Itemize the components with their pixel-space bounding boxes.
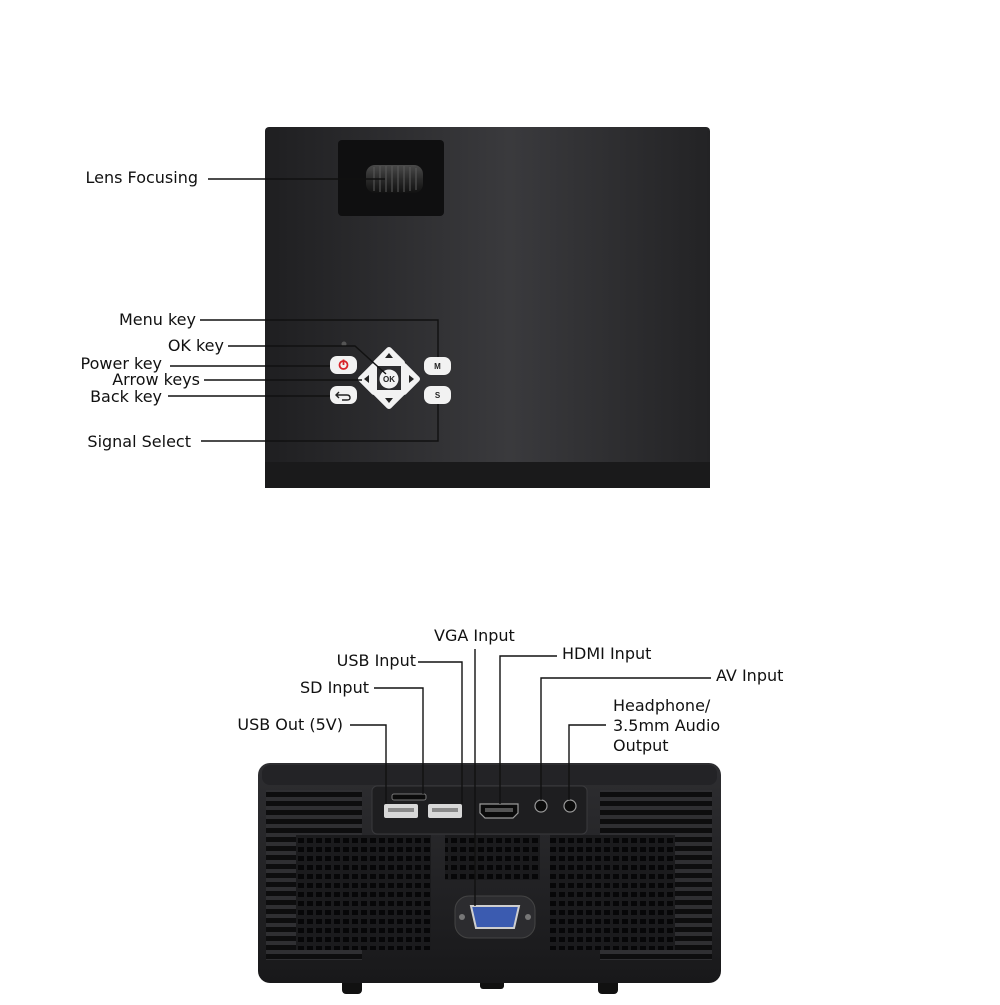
grille-center xyxy=(445,835,540,880)
back-arrow-icon xyxy=(335,391,351,401)
callout-lens-focusing: Lens Focusing xyxy=(85,168,198,187)
ok-key: OK xyxy=(379,369,399,389)
top-view: OK M S xyxy=(168,127,710,488)
arrow-keys xyxy=(358,347,420,409)
callout-headphone-line1: Headphone/ xyxy=(613,696,711,715)
menu-key: M xyxy=(424,357,451,375)
callout-hdmi-input: HDMI Input xyxy=(562,644,652,663)
callout-power-key: Power key xyxy=(80,354,162,373)
audio-jack-icon xyxy=(534,799,548,813)
projector-top-bottom-edge xyxy=(265,462,710,488)
callout-back-key: Back key xyxy=(90,387,162,406)
rear-leader-lines xyxy=(350,649,711,906)
grille-left xyxy=(296,835,431,950)
hdmi-port xyxy=(479,803,519,819)
av-jack xyxy=(534,799,548,813)
rear-top-lip xyxy=(262,765,717,785)
callout-vga-input: VGA Input xyxy=(434,626,515,645)
callout-headphone-line2: 3.5mm Audio xyxy=(613,716,721,735)
callout-av-input: AV Input xyxy=(716,666,784,685)
leader-usb-input xyxy=(418,661,463,804)
leader-sd-input xyxy=(374,687,424,794)
leader-signal-select xyxy=(201,404,439,442)
arrow-right-icon xyxy=(409,375,414,383)
callout-usb-input: USB Input xyxy=(336,651,416,670)
usb-input-port xyxy=(428,804,462,818)
vga-port xyxy=(454,895,536,939)
leader-ok-key xyxy=(228,345,387,375)
signal-key: S xyxy=(424,386,451,404)
menu-key-label: M xyxy=(434,362,441,371)
grille-right xyxy=(550,835,675,950)
callout-menu-key: Menu key xyxy=(118,310,196,329)
arrow-down-icon xyxy=(385,398,393,403)
arrow-left-icon xyxy=(364,375,369,383)
arrow-up-icon xyxy=(385,353,393,358)
leader-usb-out xyxy=(350,724,387,804)
usb-out-port xyxy=(384,804,418,818)
headphone-jack xyxy=(563,799,577,813)
callout-headphone-line3: Output xyxy=(613,736,669,755)
sd-slot xyxy=(391,793,427,801)
leader-av-input xyxy=(540,677,711,800)
callout-ok-key: OK key xyxy=(167,336,224,355)
sd-slot-icon xyxy=(391,793,427,801)
back-key xyxy=(330,386,357,404)
status-led xyxy=(341,341,347,347)
power-key xyxy=(330,356,357,374)
vga-port-icon xyxy=(469,905,521,929)
ok-key-label: OK xyxy=(383,375,395,384)
leader-hdmi-input xyxy=(499,655,557,804)
leader-headphone xyxy=(568,724,606,800)
top-leader-lines xyxy=(168,178,439,442)
callout-arrow-keys: Arrow keys xyxy=(112,370,200,389)
rear-view xyxy=(258,649,721,994)
callout-signal-select: Signal Select xyxy=(87,432,191,451)
lens-focus-ridges xyxy=(373,166,417,192)
projector-top-body xyxy=(265,127,710,488)
leader-menu-key xyxy=(200,319,439,357)
signal-key-label: S xyxy=(435,391,441,400)
callout-sd-input: SD Input xyxy=(300,678,369,697)
callout-usb-out: USB Out (5V) xyxy=(237,715,343,734)
